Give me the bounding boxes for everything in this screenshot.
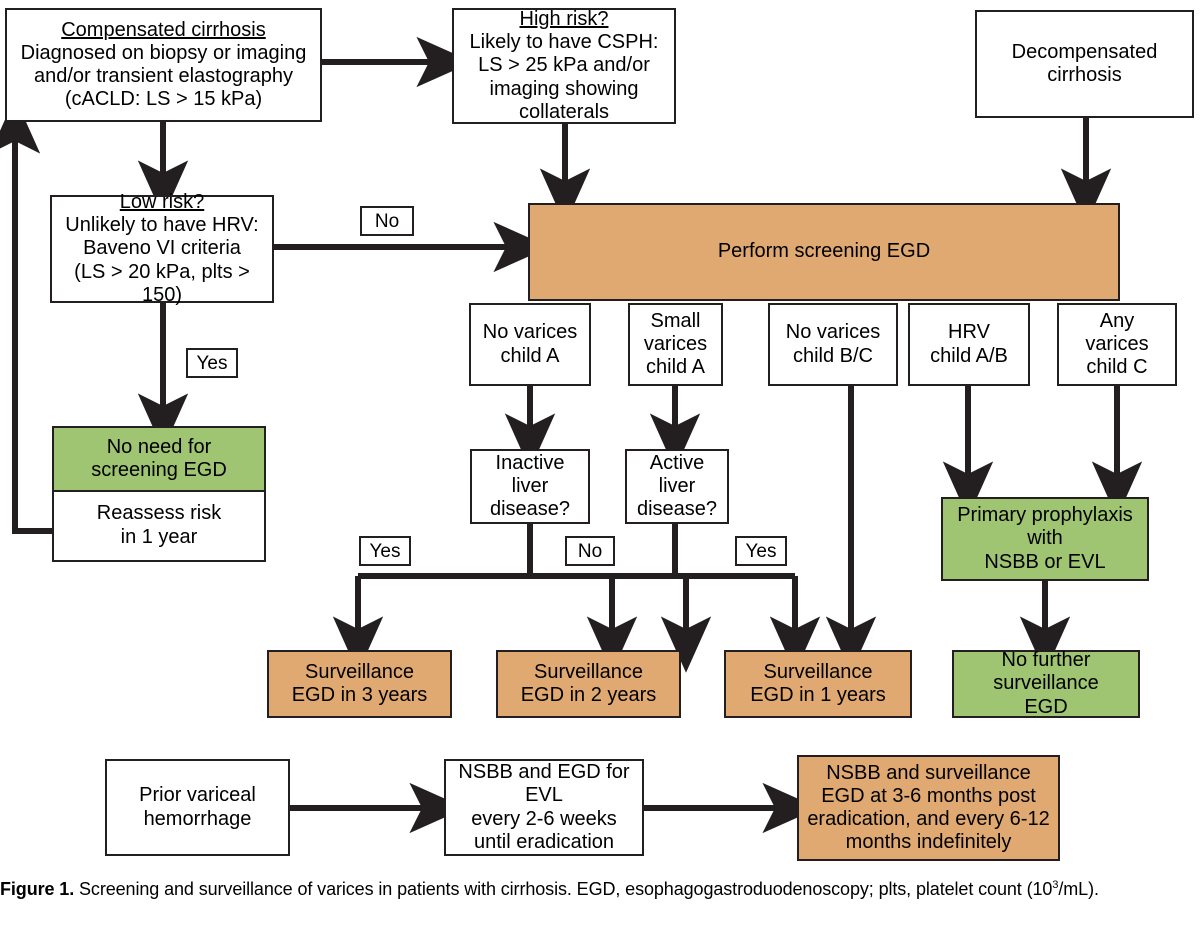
node-any-varices-child-c[interactable]: Any varices child C — [1057, 303, 1177, 386]
node-surveillance-3-years[interactable]: Surveillance EGD in 3 years — [267, 650, 452, 718]
node-compensated-line3: and/or transient elastography — [33, 65, 294, 87]
edge-reassess-to-compensated — [0, 97, 52, 534]
node-col3-line2: child B/C — [792, 344, 873, 367]
node-active-line1: Active — [649, 451, 705, 474]
node-col5-line1: Any — [1099, 309, 1135, 332]
node-col1-line2: child A — [500, 344, 560, 367]
node-no-further-line2: surveillance — [993, 672, 1099, 695]
node-low-risk[interactable]: Low risk? Unlikely to have HRV: Baveno V… — [50, 191, 274, 306]
node-nsbb-egd-line1: NSBB and EGD for EVL — [458, 761, 630, 807]
figure-caption-part2: /mL). — [1058, 879, 1099, 899]
flowchart: Compensated cirrhosis Diagnosed on biops… — [0, 8, 1194, 861]
node-compensated-cirrhosis[interactable]: Compensated cirrhosis Diagnosed on biops… — [5, 8, 322, 122]
node-decompensated-cirrhosis[interactable]: Decompensated cirrhosis — [975, 10, 1194, 118]
node-compensated-line2: Diagnosed on biopsy or imaging — [20, 41, 307, 64]
node-no-further-line1: No further — [1001, 649, 1091, 672]
edge-label-yes-low-risk: Yes — [186, 348, 238, 378]
node-decompensated-line2: cirrhosis — [1047, 64, 1122, 86]
node-high-risk-line2: Likely to have CSPH: — [469, 31, 659, 54]
figure-caption: Figure 1. Screening and surveillance of … — [0, 878, 1190, 902]
node-col5-line2: varices — [1085, 332, 1149, 355]
edge-label-yes-low-risk-text: Yes — [196, 352, 228, 374]
node-nsbb-surveillance-post-eradication[interactable]: NSBB and surveillance EGD at 3-6 months … — [797, 755, 1060, 861]
node-active-liver-disease[interactable]: Active liver disease? — [625, 449, 729, 524]
node-nsbb-egd-line3: until eradication — [473, 830, 615, 853]
node-high-risk-line5: collaterals — [518, 100, 610, 123]
node-no-need-screening[interactable]: No need for screening EGD Reassess risk … — [52, 426, 266, 562]
node-perform-screening-egd[interactable]: Perform screening EGD — [528, 203, 1120, 301]
node-prior-line1: Prior variceal — [139, 784, 256, 807]
node-no-further-line3: EGD — [1024, 695, 1068, 718]
node-col4-line2: child A/B — [930, 344, 1008, 367]
edge-label-no-low-risk: No — [360, 206, 414, 236]
node-surv3-line1: Surveillance — [305, 660, 414, 683]
node-high-risk-title: High risk? — [519, 8, 609, 31]
node-surv2-line1: Surveillance — [534, 660, 643, 683]
node-low-risk-title: Low risk? — [119, 191, 205, 214]
node-no-need-line3: Reassess risk — [96, 502, 222, 525]
node-decompensated-line1: Decompensated — [1011, 40, 1158, 63]
node-prophylaxis-line3: NSBB or EVL — [984, 550, 1106, 573]
node-col1-line1: No varices — [482, 321, 578, 344]
edge-label-no-low-risk-text: No — [374, 210, 400, 232]
node-nsbb-surv-line1: NSBB and surveillance — [826, 761, 1031, 784]
node-col3-line1: No varices — [785, 321, 881, 344]
node-no-need-line4: in 1 year — [120, 525, 198, 548]
node-col2-line3: child A — [646, 356, 705, 379]
node-nsbb-egd-evl[interactable]: NSBB and EGD for EVL every 2-6 weeks unt… — [444, 759, 644, 856]
node-no-further-surveillance[interactable]: No further surveillance EGD — [952, 649, 1140, 718]
node-perform-egd-text: Perform screening EGD — [717, 240, 931, 263]
node-hrv-child-ab[interactable]: HRV child A/B — [908, 303, 1030, 386]
node-inactive-line2: liver — [511, 474, 549, 497]
node-col5-line3: child C — [1086, 356, 1148, 379]
node-low-risk-line3: Baveno VI criteria — [83, 237, 241, 260]
node-col2-line2: varices — [643, 332, 708, 355]
node-col4-line1: HRV — [948, 321, 990, 344]
node-surv3-line2: EGD in 3 years — [291, 684, 428, 706]
node-col2-line1: Small — [650, 309, 701, 332]
node-prior-variceal-hemorrhage[interactable]: Prior variceal hemorrhage — [105, 759, 290, 856]
node-low-risk-line4: (LS > 20 kPa, plts > 150) — [74, 260, 250, 306]
node-nsbb-surv-line3: eradication, and every 6-12 — [807, 808, 1050, 830]
node-active-line3: disease? — [636, 498, 718, 521]
node-surv1-line1: Surveillance — [763, 660, 873, 683]
figure-caption-part1: Screening and surveillance of varices in… — [74, 879, 1053, 899]
figure-caption-label: Figure 1. — [0, 879, 75, 899]
node-compensated-title: Compensated cirrhosis — [61, 18, 266, 41]
edge-label-yes-inactive-text: Yes — [369, 540, 401, 562]
node-no-need-line2: screening EGD — [91, 459, 227, 481]
node-small-varices-child-a[interactable]: Small varices child A — [628, 303, 723, 386]
edge-label-yes-active-text: Yes — [745, 540, 777, 562]
node-reassess-risk: Reassess risk in 1 year — [54, 492, 264, 559]
node-surveillance-2-years[interactable]: Surveillance EGD in 2 years — [496, 650, 681, 718]
node-primary-prophylaxis[interactable]: Primary prophylaxis with NSBB or EVL — [941, 497, 1149, 581]
node-high-risk-line4: imaging showing — [489, 77, 639, 100]
node-nsbb-surv-line2: EGD at 3-6 months post — [821, 784, 1036, 807]
edge-label-no-inactive: No — [565, 536, 615, 566]
node-high-risk[interactable]: High risk? Likely to have CSPH: LS > 25 … — [452, 8, 676, 124]
node-active-line2: liver — [658, 474, 696, 497]
node-nsbb-egd-line2: every 2-6 weeks — [471, 807, 617, 830]
node-surveillance-1-year[interactable]: Surveillance EGD in 1 years — [724, 650, 912, 718]
node-compensated-line4: (cACLD: LS > 15 kPa) — [64, 88, 263, 111]
node-surv2-line2: EGD in 2 years — [520, 684, 657, 706]
node-nsbb-surv-line4: months indefinitely — [845, 831, 1012, 854]
node-no-varices-child-bc[interactable]: No varices child B/C — [768, 303, 898, 386]
node-no-need-line1: No need for — [106, 435, 212, 458]
node-no-need-top: No need for screening EGD — [54, 428, 264, 492]
node-inactive-liver-disease[interactable]: Inactive liver disease? — [470, 449, 590, 524]
node-prior-line2: hemorrhage — [143, 807, 252, 830]
node-inactive-line3: disease? — [489, 498, 571, 521]
edge-label-yes-active: Yes — [735, 536, 787, 566]
edge-label-yes-inactive: Yes — [359, 536, 411, 566]
node-no-varices-child-a[interactable]: No varices child A — [469, 303, 591, 386]
node-prophylaxis-line1: Primary prophylaxis — [957, 504, 1133, 527]
node-prophylaxis-line2: with — [1027, 527, 1063, 550]
node-low-risk-line2: Unlikely to have HRV: — [65, 214, 259, 237]
node-inactive-line1: Inactive — [495, 451, 565, 474]
figure-caption-superscript: 3 — [1052, 879, 1059, 891]
node-high-risk-line3: LS > 25 kPa and/or — [478, 54, 650, 77]
node-surv1-line2: EGD in 1 years — [750, 684, 886, 706]
edge-label-no-inactive-text: No — [577, 540, 603, 562]
